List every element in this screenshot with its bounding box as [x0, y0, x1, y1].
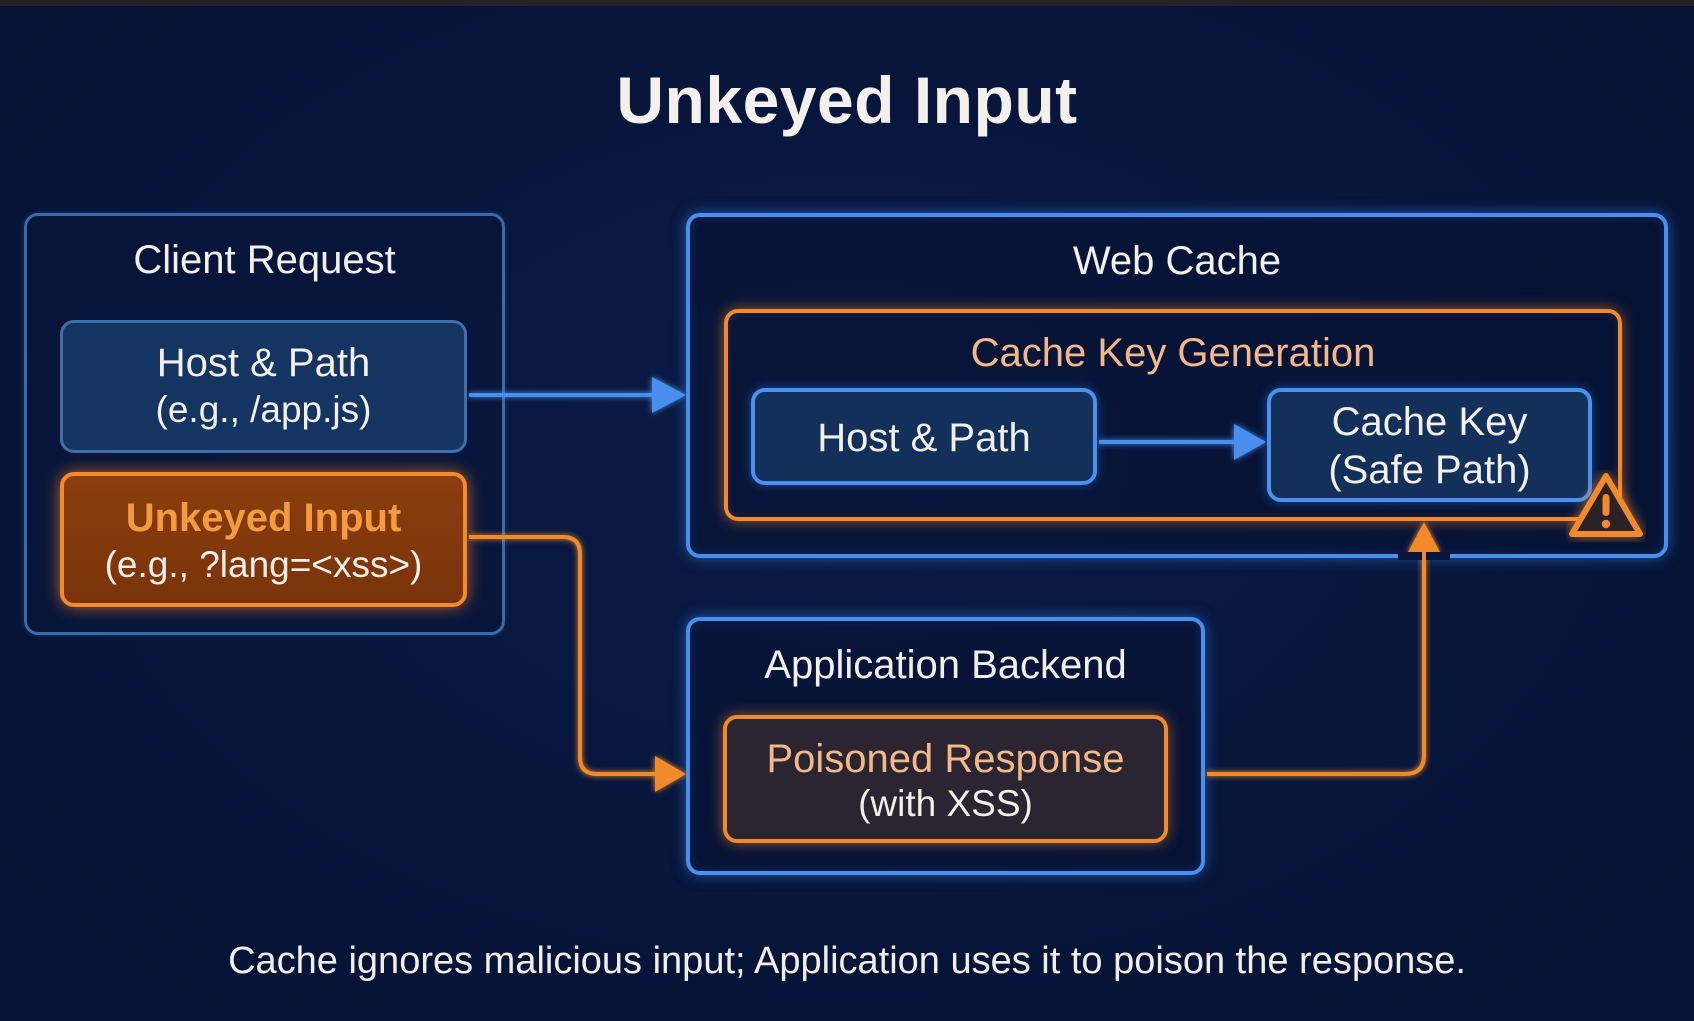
diagram-title: Unkeyed Input [616, 63, 1078, 137]
client-host-path-label: Host & Path [156, 341, 371, 385]
unkeyed-input-label: Unkeyed Input [125, 496, 402, 540]
warning-triangle-icon [1569, 473, 1643, 537]
key-host-path-label: Host & Path [817, 416, 1031, 460]
key-host-path-box: Host & Path [751, 388, 1097, 485]
cache-key-safe-path: (Safe Path) [1328, 448, 1531, 492]
client-host-path-box: Host & Path (e.g., /app.js) [60, 320, 467, 453]
client-request-heading: Client Request [133, 238, 396, 282]
web-cache-heading: Web Cache [1072, 239, 1282, 283]
unkeyed-input-example: (e.g., ?lang=<xss>) [104, 544, 423, 585]
diagram-caption: Cache ignores malicious input; Applicati… [228, 940, 1466, 982]
cache-key-generation-panel: Cache Key Generation [724, 309, 1622, 521]
cache-key-label: Cache Key [1331, 400, 1528, 444]
application-backend-heading: Application Backend [764, 643, 1127, 687]
poisoned-response-box: Poisoned Response (with XSS) [723, 715, 1168, 843]
unkeyed-input-box: Unkeyed Input (e.g., ?lang=<xss>) [60, 472, 467, 607]
client-host-path-example: (e.g., /app.js) [155, 389, 372, 430]
cache-key-generation-heading: Cache Key Generation [970, 331, 1376, 375]
cache-key-box: Cache Key (Safe Path) [1267, 388, 1592, 502]
top-bar [0, 0, 1694, 6]
poisoned-response-detail: (with XSS) [858, 783, 1033, 824]
poisoned-response-label: Poisoned Response [766, 737, 1125, 781]
